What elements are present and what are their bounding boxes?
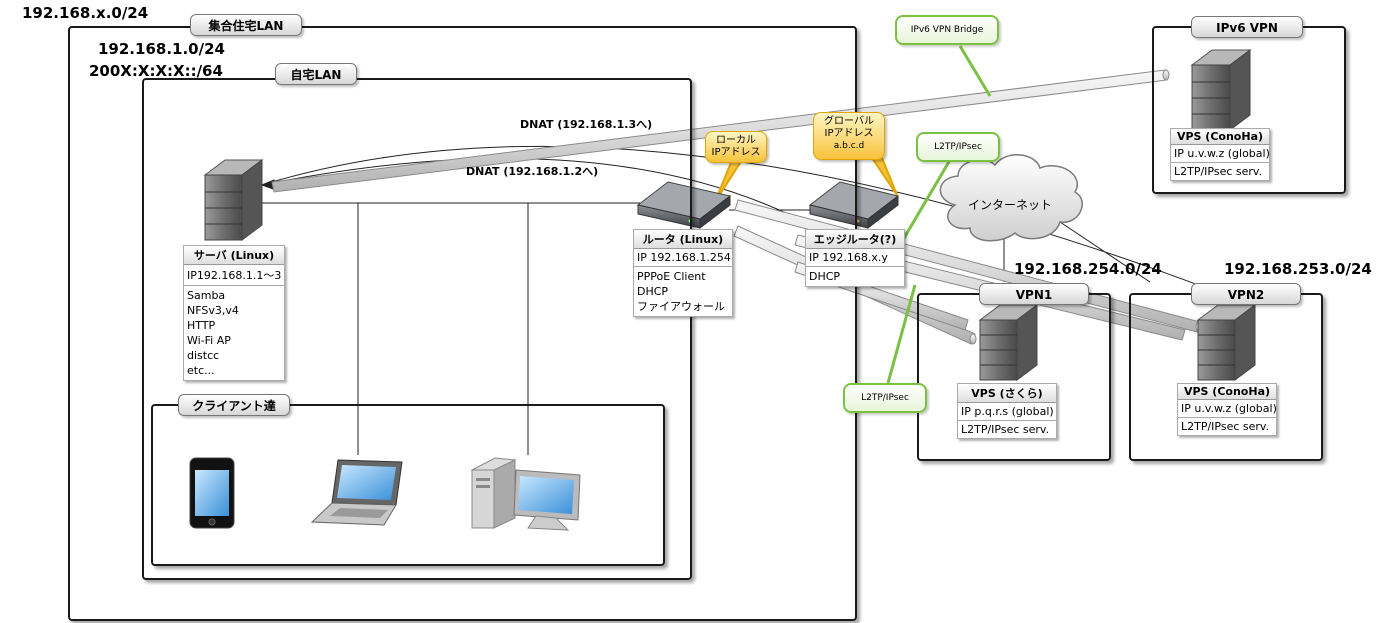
- local-ip-callout-line1: ローカル: [716, 135, 756, 146]
- vps-vpn2-title: VPS (ConoHa): [1178, 384, 1276, 400]
- vps-ipv6-ip: IP u.v.w.z (global): [1171, 145, 1270, 163]
- tab-home-lan: 自宅LAN: [275, 63, 357, 85]
- desktop-pc: [470, 457, 581, 531]
- router-service: PPPoE Client: [637, 270, 706, 283]
- tab-vpn2: VPN2: [1191, 283, 1301, 305]
- dnat-arcs: [260, 145, 1231, 298]
- home-lan-frame: [142, 78, 692, 580]
- vps-vpn1-info-card: VPS (さくら) IP p.q.r.s (global) L2TP/IPsec…: [957, 383, 1057, 439]
- global-ip-callout-line1: グローバル: [824, 116, 874, 127]
- server-service: HTTP: [187, 319, 216, 332]
- router-service: DHCP: [637, 285, 669, 298]
- router-title: ルータ (Linux): [634, 230, 732, 249]
- edge-router-service: DHCP: [809, 270, 841, 283]
- router-services: PPPoE Client DHCP ファイアウォール: [634, 267, 732, 316]
- server-tower-vpn2: [1196, 304, 1257, 381]
- router-edge: [808, 181, 900, 230]
- router-info-card: ルータ (Linux) IP 192.168.1.254 PPPoE Clien…: [633, 229, 733, 317]
- router-service: ファイアウォール: [637, 300, 725, 313]
- global-ip-callout-line3: a.b.c.d: [833, 141, 865, 151]
- server-title: サーバ (Linux): [184, 246, 284, 265]
- edge-router-ip: IP 192.168.x.y: [806, 249, 904, 267]
- vps-vpn1-ip: IP p.q.r.s (global): [958, 403, 1056, 421]
- server-tower-ipv6: [1190, 49, 1252, 131]
- laptop: [310, 459, 403, 526]
- home-ipv4-label: 192.168.1.0/24: [98, 40, 225, 58]
- server-services: Samba NFSv3,v4 HTTP Wi-Fi AP distcc etc.…: [184, 286, 284, 380]
- local-ip-callout: ローカル IPアドレス: [705, 131, 767, 163]
- tab-vpn1: VPN1: [979, 283, 1089, 305]
- vps-vpn2-ip: IP u.v.w.z (global): [1178, 400, 1277, 418]
- ipv6-bridge-callout: IPv6 VPN Bridge: [895, 15, 999, 45]
- vps-ipv6-service: L2TP/IPsec serv.: [1174, 165, 1263, 178]
- outer-network-label: 192.168.x.0/24: [22, 4, 149, 22]
- local-ip-callout-line2: IPアドレス: [711, 147, 761, 158]
- vpn1-network-label: 192.168.254.0/24: [1014, 260, 1162, 278]
- server-tower-vpn1: [978, 304, 1039, 381]
- tab-ipv6-vpn: IPv6 VPN: [1191, 16, 1303, 38]
- server-tower-main: [203, 159, 264, 241]
- dnat-label-1-2: DNAT (192.168.1.2へ): [466, 165, 599, 178]
- vps-ipv6-info-card: VPS (ConoHa) IP u.v.w.z (global) L2TP/IP…: [1170, 128, 1270, 181]
- ipv6-bridge-pointer: [958, 45, 992, 97]
- router-linux: [636, 181, 732, 230]
- smartphone: [189, 457, 235, 529]
- tab-apartment-lan: 集合住宅LAN: [190, 14, 302, 36]
- server-service: etc...: [187, 364, 215, 377]
- dnat-arc-1-3: [261, 145, 1231, 298]
- l2tp-top-callout: L2TP/IPsec: [916, 132, 1000, 162]
- vps-vpn1-service: L2TP/IPsec serv.: [961, 423, 1050, 436]
- vps-vpn2-info-card: VPS (ConoHa) IP u.v.w.z (global) L2TP/IP…: [1177, 383, 1277, 436]
- vps-ipv6-title: VPS (ConoHa): [1171, 129, 1269, 145]
- server-service: Wi-Fi AP: [187, 334, 231, 347]
- global-ip-callout-line2: IPアドレス: [824, 128, 874, 139]
- dnat-arc-1-2: [261, 158, 821, 231]
- server-service: NFSv3,v4: [187, 304, 239, 317]
- edge-router-services: DHCP: [806, 267, 904, 286]
- l2tp-bottom-pointer: [886, 284, 917, 384]
- clients-frame: [151, 404, 665, 566]
- ipv6-tunnel-end: [1162, 69, 1170, 81]
- dnat-label-1-3: DNAT (192.168.1.3へ): [520, 118, 653, 131]
- server-ip: IP192.168.1.1～3: [184, 265, 284, 286]
- server-info-card: サーバ (Linux) IP192.168.1.1～3 Samba NFSv3,…: [183, 245, 285, 381]
- tab-clients: クライアント達: [178, 394, 290, 416]
- vpn2-network-label: 192.168.253.0/24: [1224, 260, 1372, 278]
- l2tp-bottom-callout: L2TP/IPsec: [843, 383, 927, 413]
- apartment-lan-frame: [68, 26, 857, 621]
- edge-router-title: エッジルータ(?): [806, 230, 904, 249]
- vps-vpn2-service: L2TP/IPsec serv.: [1181, 420, 1270, 433]
- global-ip-callout: グローバル IPアドレス a.b.c.d: [813, 112, 885, 160]
- vps-vpn1-title: VPS (さくら): [958, 384, 1056, 403]
- internet-cloud: [939, 154, 1083, 242]
- server-service: distcc: [187, 349, 220, 362]
- home-ipv6-label: 200X:X:X:X::/64: [89, 62, 223, 80]
- router-ip: IP 192.168.1.254: [634, 249, 732, 267]
- edge-router-info-card: エッジルータ(?) IP 192.168.x.y DHCP: [805, 229, 905, 287]
- server-service: Samba: [187, 289, 226, 302]
- internet-label: インターネット: [968, 198, 1053, 212]
